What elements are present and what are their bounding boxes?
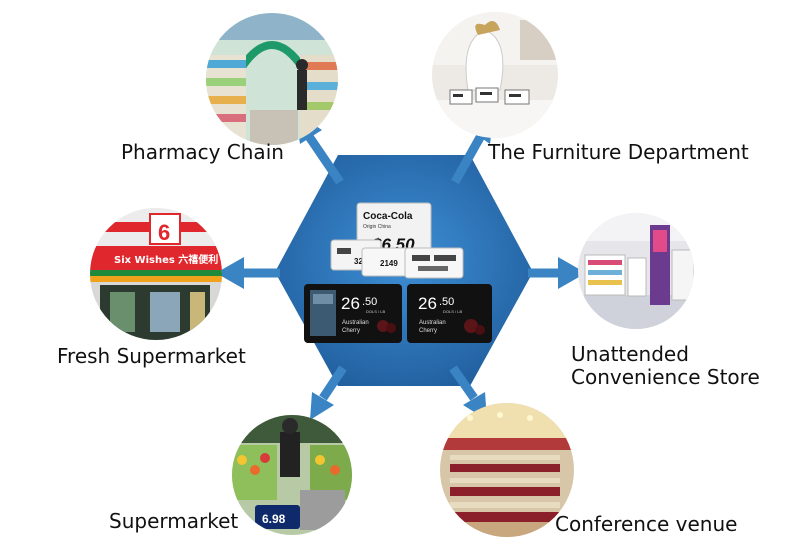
supermarket-tag-price: 6.98 <box>262 512 286 526</box>
screen-right-item-1: Australian <box>419 320 446 326</box>
fresh-sign-text: Six Wishes 六禧便利 <box>114 253 218 266</box>
label-conference-line-1: Conference venue <box>555 512 738 536</box>
tag-code-2: 2149 <box>380 259 398 268</box>
screen-left-item-1: Australian <box>342 320 369 326</box>
label-unattended-line-1: Unattended <box>571 342 689 366</box>
pharmacy-store-photo <box>206 13 338 145</box>
label-unattended-convenience-store: Unattended Convenience Store <box>571 343 760 389</box>
arrow-to-fresh <box>216 257 280 289</box>
epaper-tags: Coca-Cola Origin China $6.50 3250 2149 <box>330 202 464 279</box>
screen-right-cents: .50 <box>439 296 454 308</box>
fresh-sign-digit: 6 <box>158 220 170 245</box>
label-supermarket: Supermarket <box>109 510 238 533</box>
label-fresh-line-1: Fresh Supermarket <box>57 344 246 368</box>
unattended-store-photo <box>578 213 694 329</box>
arrow-to-supermarket <box>310 365 347 420</box>
tag-brand-text: Coca-Cola <box>363 211 413 222</box>
screen-left-item-2: Cherry <box>342 328 360 334</box>
label-unattended-line-2: Convenience Store <box>571 365 760 389</box>
fresh-supermarket-storefront-photo: 6 Six Wishes 六禧便利 <box>90 208 222 340</box>
supermarket-aisle-photo: 6.98 <box>232 415 352 535</box>
label-furniture-line-1: The Furniture Department <box>488 140 749 164</box>
screen-left-price: 26 <box>341 294 360 313</box>
label-pharmacy-chain: Pharmacy Chain <box>121 141 284 164</box>
screen-right-price: 26 <box>418 294 437 313</box>
label-supermarket-line-1: Supermarket <box>109 509 239 533</box>
label-conference-venue: Conference venue <box>555 513 737 536</box>
screen-left-cents: .50 <box>362 296 377 308</box>
screen-right-item-2: Cherry <box>419 328 437 334</box>
lcd-display-right: 26 .50 DOLS / LB Australian Cherry <box>407 284 492 343</box>
furniture-display-photo <box>432 12 558 138</box>
tag-origin-text: Origin China <box>363 224 391 230</box>
label-fresh-supermarket: Fresh Supermarket <box>57 345 246 368</box>
screen-left-unit: DOLS / LB <box>366 309 385 314</box>
screen-right-unit: DOLS / LB <box>443 309 462 314</box>
label-pharmacy-line-1: Pharmacy Chain <box>121 140 284 164</box>
label-furniture-department: The Furniture Department <box>488 141 749 164</box>
lcd-display-left: 26 .50 DOLS / LB Australian Cherry <box>304 284 402 343</box>
arrow-to-unattended <box>528 257 586 289</box>
